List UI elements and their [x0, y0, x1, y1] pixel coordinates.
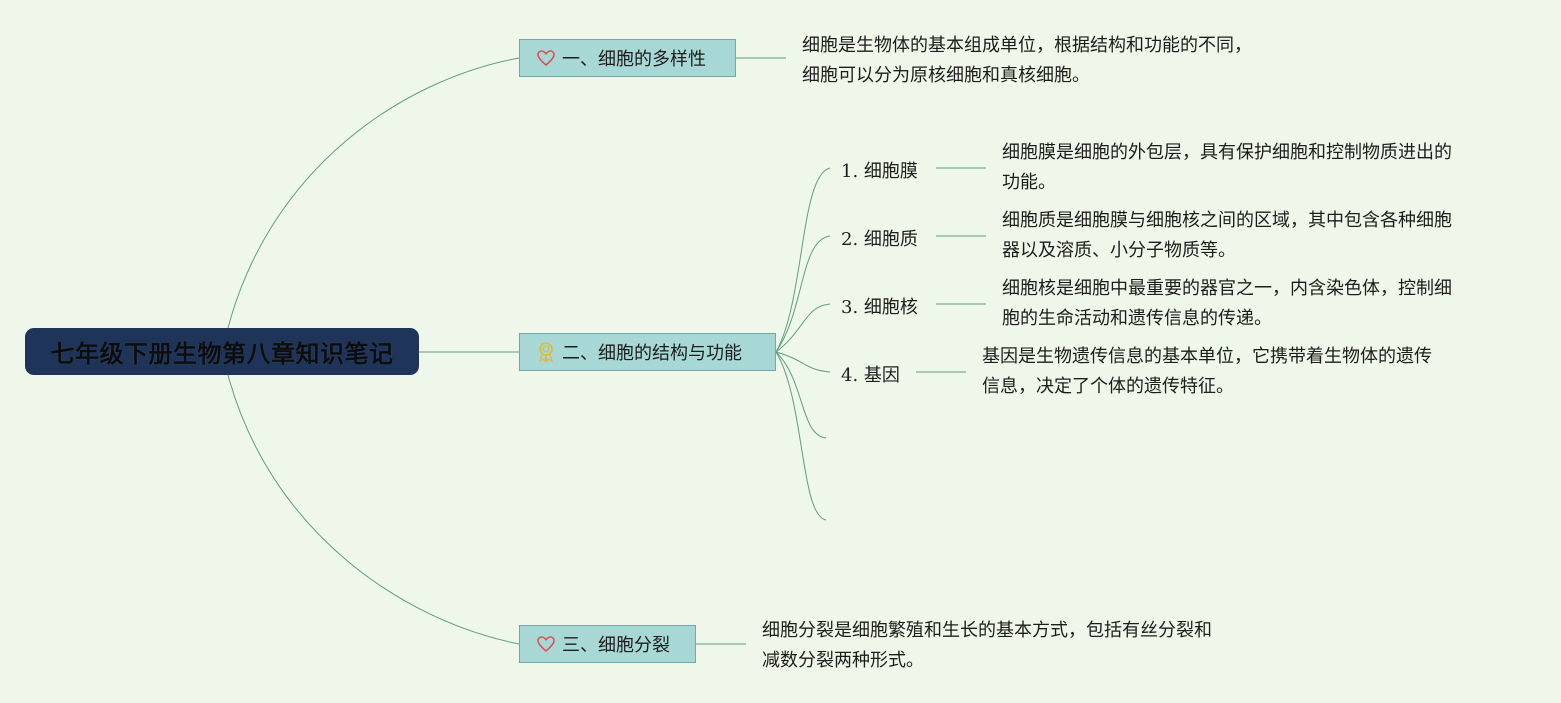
note-line: 基因是生物遗传信息的基本单位，它携带着生物体的遗传: [982, 346, 1432, 367]
topic-label: 二、细胞的结构与功能: [562, 343, 742, 364]
link-root-topic1: [227, 57, 520, 329]
subtopic-note-cell-membrane: 细胞膜是细胞的外包层，具有保护细胞和控制物质进出的 功能。: [1002, 138, 1452, 198]
note-line: 细胞分裂是细胞繁殖和生长的基本方式，包括有丝分裂和: [762, 620, 1212, 641]
subtopic-note-gene: 基因是生物遗传信息的基本单位，它携带着生物体的遗传 信息，决定了个体的遗传特征。: [982, 342, 1432, 402]
link-topic2-child1: [775, 167, 831, 353]
note-line: 细胞是生物体的基本组成单位，根据结构和功能的不同，: [802, 35, 1252, 56]
note-line: 细胞质是细胞膜与细胞核之间的区域，其中包含各种细胞: [1002, 210, 1452, 231]
topic-cell-diversity[interactable]: 一、细胞的多样性: [519, 39, 736, 77]
note-line: 细胞膜是细胞的外包层，具有保护细胞和控制物质进出的: [1002, 142, 1452, 163]
link-topic2-child4: [775, 351, 831, 373]
link-root-topic3: [227, 374, 520, 645]
subtopic-note-cytoplasm: 细胞质是细胞膜与细胞核之间的区域，其中包含各种细胞 器以及溶质、小分子物质等。: [1002, 206, 1452, 266]
topic-note-cell-diversity: 细胞是生物体的基本组成单位，根据结构和功能的不同， 细胞可以分为原核细胞和真核细…: [802, 31, 1252, 91]
heart-icon: [536, 634, 556, 654]
subtopic-cytoplasm[interactable]: 2. 细胞质: [841, 229, 918, 250]
award-icon: [536, 342, 556, 362]
note-line: 减数分裂两种形式。: [762, 650, 924, 671]
heart-icon: [536, 48, 556, 68]
topic-cell-division[interactable]: 三、细胞分裂: [519, 625, 696, 663]
topic-note-cell-division: 细胞分裂是细胞繁殖和生长的基本方式，包括有丝分裂和 减数分裂两种形式。: [762, 616, 1212, 676]
link-topic2-empty2: [775, 351, 827, 521]
note-line: 功能。: [1002, 172, 1056, 193]
subtopic-nucleus[interactable]: 3. 细胞核: [841, 297, 918, 318]
note-line: 细胞核是细胞中最重要的器官之一，内含染色体，控制细: [1002, 278, 1452, 299]
topic-cell-structure[interactable]: 二、细胞的结构与功能: [519, 333, 776, 371]
topic-label: 三、细胞分裂: [562, 635, 670, 656]
subtopic-note-nucleus: 细胞核是细胞中最重要的器官之一，内含染色体，控制细 胞的生命活动和遗传信息的传递…: [1002, 274, 1452, 334]
topic-label: 一、细胞的多样性: [562, 49, 706, 70]
note-line: 胞的生命活动和遗传信息的传递。: [1002, 308, 1272, 329]
note-line: 器以及溶质、小分子物质等。: [1002, 240, 1236, 261]
root-title: 七年级下册生物第八章知识笔记: [50, 340, 394, 368]
link-topic2-empty1: [775, 351, 827, 439]
subtopic-gene[interactable]: 4. 基因: [841, 365, 900, 386]
note-line: 信息，决定了个体的遗传特征。: [982, 376, 1234, 397]
note-line: 细胞可以分为原核细胞和真核细胞。: [802, 65, 1090, 86]
root-topic[interactable]: 七年级下册生物第八章知识笔记: [25, 328, 419, 375]
subtopic-cell-membrane[interactable]: 1. 细胞膜: [841, 161, 918, 182]
link-topic2-child2: [775, 235, 831, 353]
link-topic2-child3: [775, 303, 831, 353]
